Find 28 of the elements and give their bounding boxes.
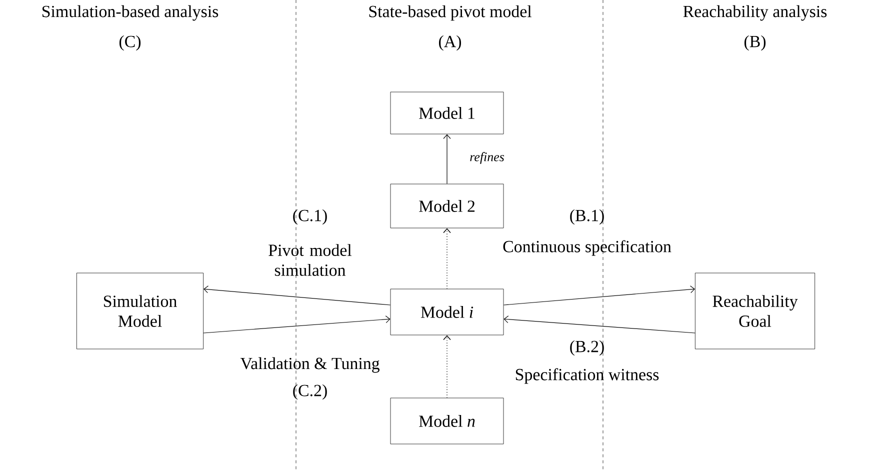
- column-heading: Simulation-based analysis: [42, 5, 218, 21]
- column-letter: (A): [439, 35, 461, 51]
- column-letter: (B): [744, 35, 766, 51]
- column-heading: State-based pivot model: [369, 5, 532, 21]
- model-box: Model i: [390, 288, 504, 336]
- model-box: Model 2: [390, 184, 504, 228]
- arrow: [203, 316, 390, 334]
- column-heading: Reachability analysis: [683, 5, 827, 21]
- model-box: Simulation Model: [76, 272, 204, 350]
- step-number: (C.2): [293, 384, 327, 400]
- column-letter: (C): [119, 35, 141, 51]
- arrow: [443, 228, 451, 290]
- arrow: [504, 316, 696, 334]
- edge-label: Pivot model simulation: [268, 244, 352, 276]
- edge-label: Validation & Tuning: [240, 357, 380, 373]
- arrow: [443, 335, 451, 398]
- model-box: Reachability Goal: [694, 272, 816, 350]
- edge-label: Continuous specification: [503, 240, 672, 256]
- arrow: [443, 134, 451, 184]
- model-box: Model 1: [390, 92, 504, 134]
- arrow: [204, 286, 391, 306]
- edge-label: refines: [470, 152, 504, 164]
- step-number: (B.1): [570, 209, 604, 225]
- model-box: Model n: [390, 398, 504, 444]
- arrow: [503, 286, 695, 306]
- step-number: (C.1): [293, 209, 327, 225]
- edge-label: Specification witness: [516, 368, 659, 384]
- step-number: (B.2): [570, 340, 604, 356]
